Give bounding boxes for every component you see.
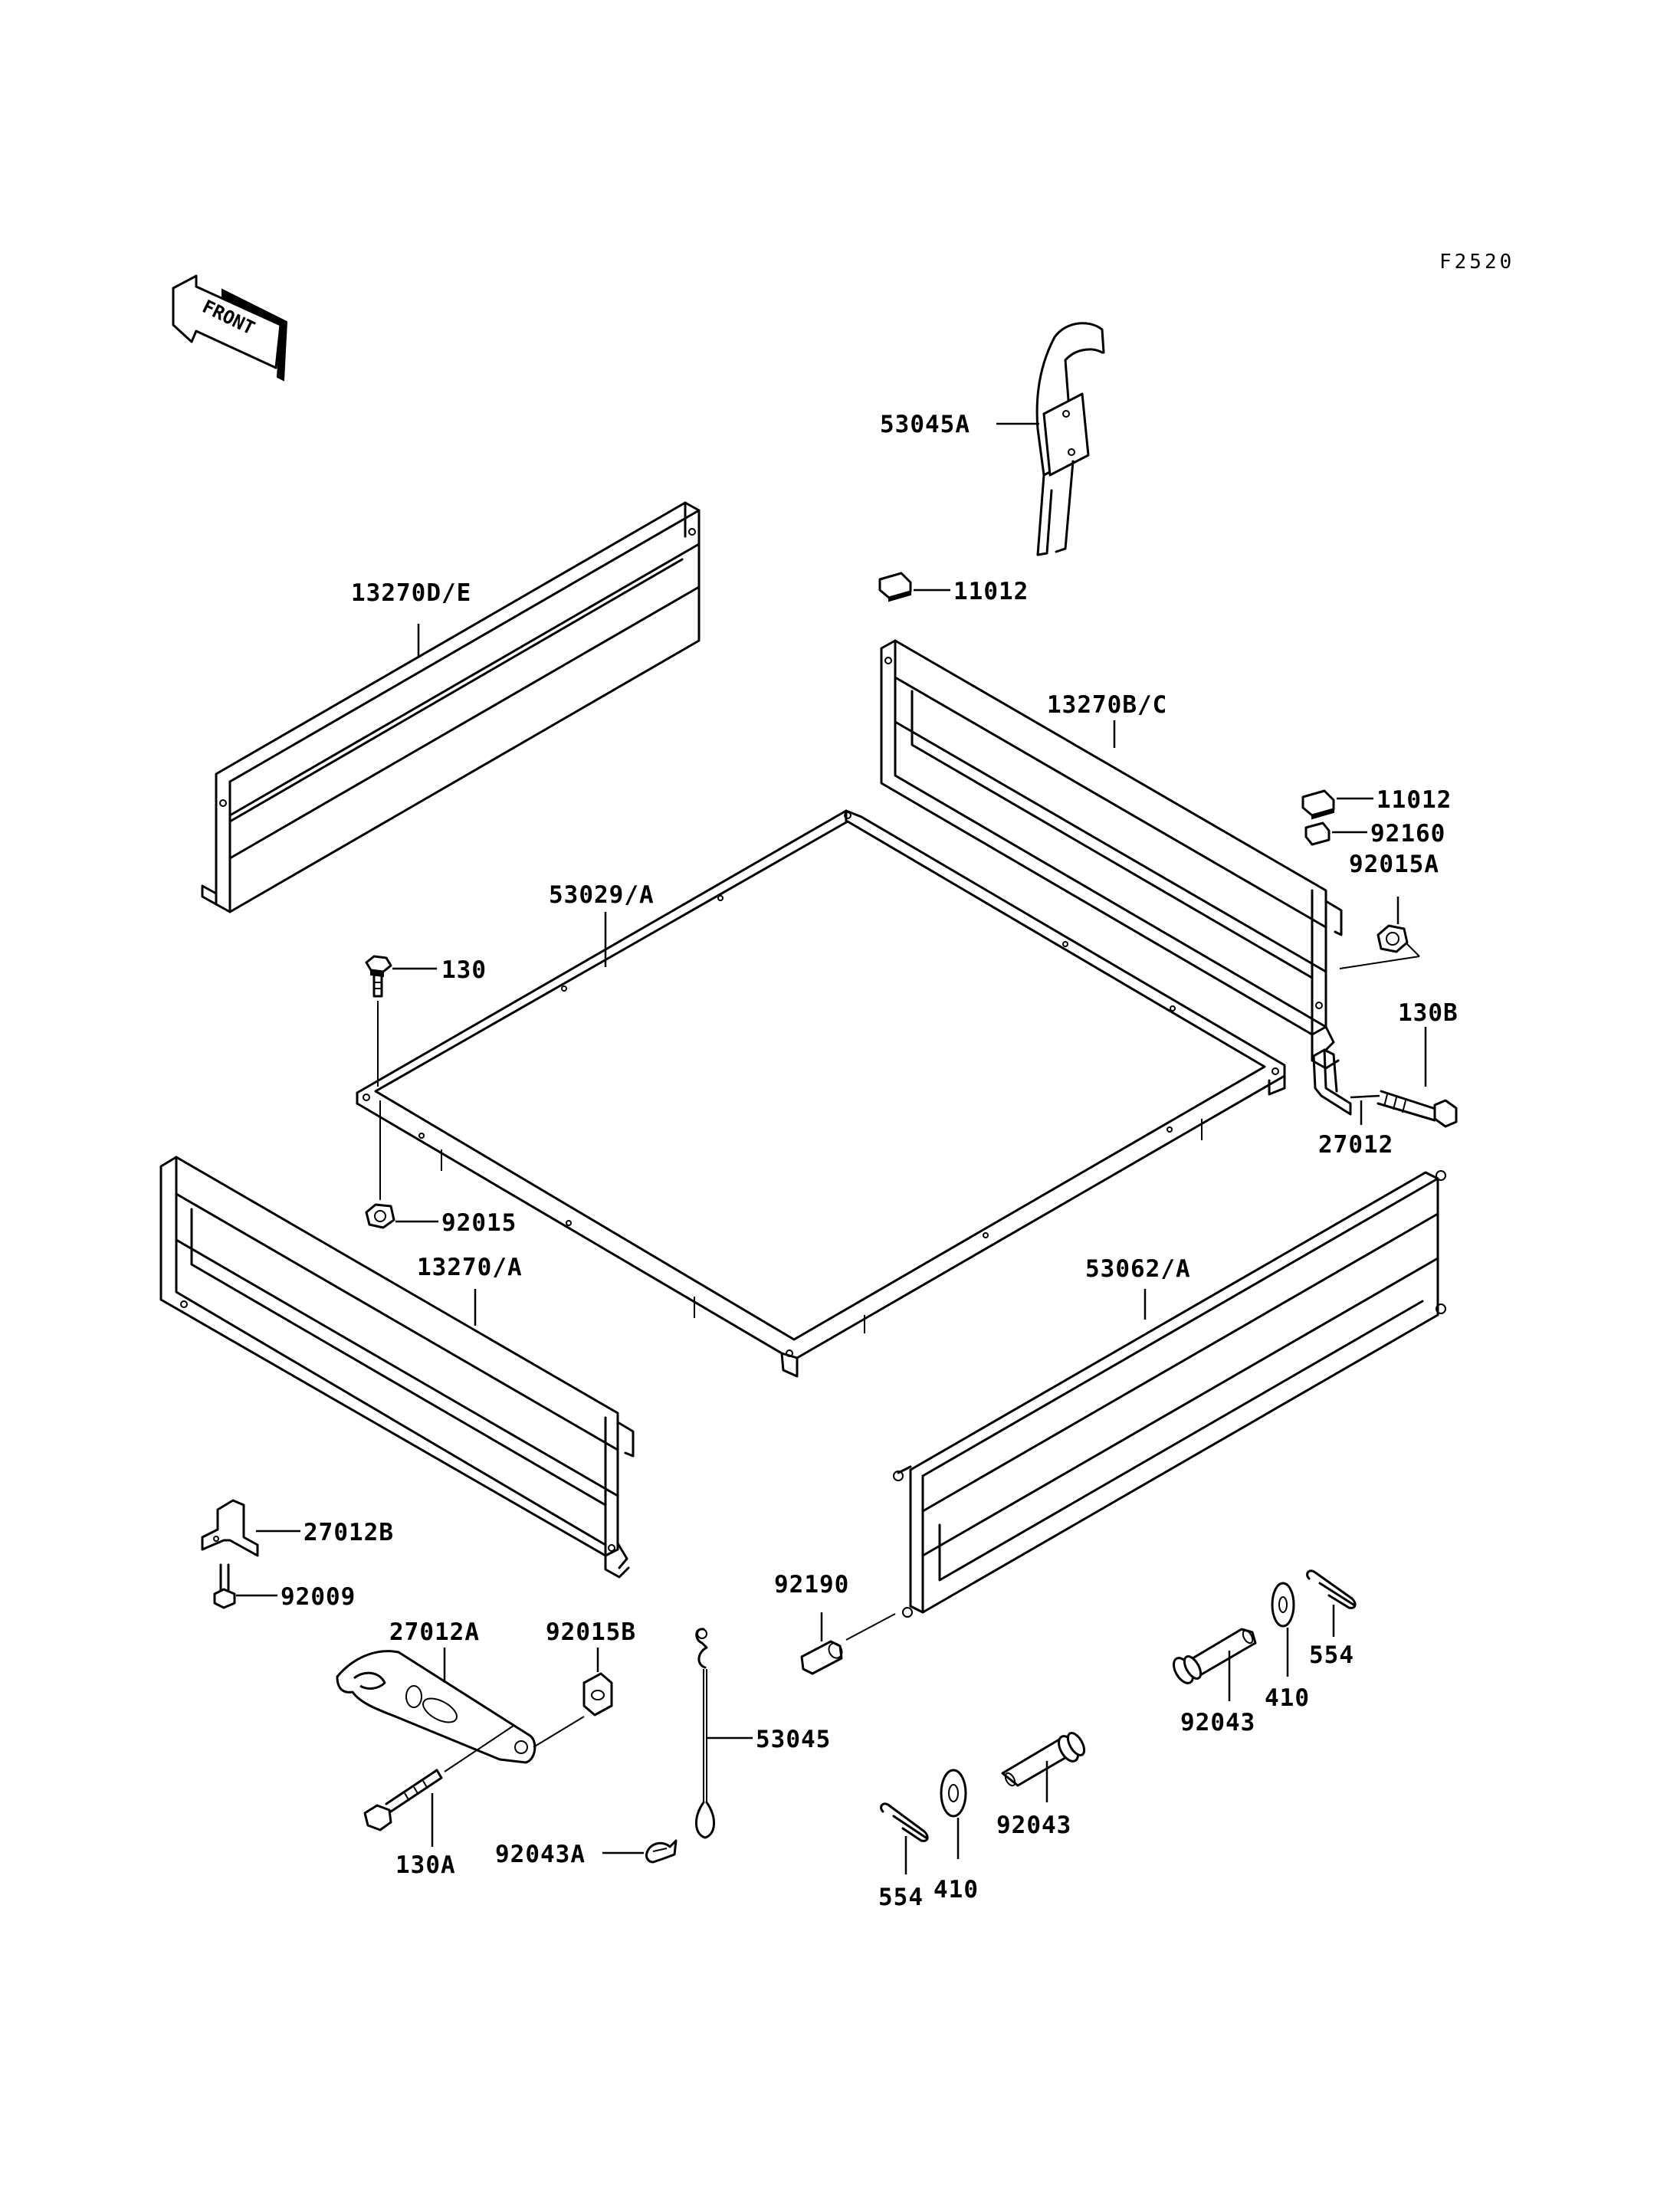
callout-554-right: 554 xyxy=(1309,1641,1354,1669)
clip-554-left xyxy=(880,1802,929,1842)
callout-13270DE: 13270D/E xyxy=(351,579,471,607)
callout-92043-low: 92043 xyxy=(996,1812,1071,1839)
cap-92160 xyxy=(1304,821,1331,846)
nut-92015 xyxy=(365,1203,395,1229)
callout-13270BC: 13270B/C xyxy=(1047,691,1167,719)
callout-130: 130 xyxy=(441,956,487,984)
callout-92043A: 92043A xyxy=(495,1841,586,1868)
clip-92043A xyxy=(645,1839,678,1864)
washer-410-right xyxy=(1271,1582,1295,1628)
cable-53045 xyxy=(695,1628,715,1839)
callout-13270A: 13270/A xyxy=(417,1254,523,1281)
callout-27012B: 27012B xyxy=(304,1519,394,1546)
callout-11012-top: 11012 xyxy=(953,578,1029,605)
callout-27012A: 27012A xyxy=(389,1618,480,1646)
callout-92015A: 92015A xyxy=(1349,851,1439,878)
pin-92043-low xyxy=(1001,1732,1086,1787)
callout-410-left: 410 xyxy=(934,1876,979,1904)
callout-92009: 92009 xyxy=(281,1583,356,1611)
washer-410-left xyxy=(940,1769,967,1818)
callout-92160: 92160 xyxy=(1370,820,1445,848)
bracket-27012B xyxy=(201,1499,259,1557)
callout-92015B: 92015B xyxy=(546,1618,636,1646)
bolt-130B xyxy=(1376,1090,1458,1128)
callout-53045A: 53045A xyxy=(880,411,970,438)
bushing-92190 xyxy=(800,1640,843,1675)
tailgate-53062A xyxy=(893,1170,1446,1618)
callout-92043-right: 92043 xyxy=(1180,1709,1255,1736)
callout-130A: 130A xyxy=(395,1851,456,1879)
plug-11012-right xyxy=(1301,789,1335,820)
hook-plate-27012A xyxy=(336,1650,536,1764)
callout-554-left: 554 xyxy=(878,1884,924,1911)
figure-code: F2520 xyxy=(1439,251,1514,274)
callout-11012-right: 11012 xyxy=(1376,786,1452,814)
cargo-bed-53029A xyxy=(356,809,1286,1378)
callout-92190: 92190 xyxy=(774,1571,849,1599)
collar-92015B xyxy=(582,1672,613,1717)
callout-53045: 53045 xyxy=(756,1726,831,1753)
plug-11012-top xyxy=(878,572,912,602)
callout-53062A: 53062/A xyxy=(1085,1255,1191,1283)
callout-53029A: 53029/A xyxy=(549,881,655,909)
latch-53045A xyxy=(1035,322,1105,556)
side-panel-13270A xyxy=(159,1156,635,1579)
pin-92043-right xyxy=(1173,1628,1257,1684)
nut-92015A xyxy=(1376,924,1409,953)
bolt-130A xyxy=(363,1769,443,1831)
screw-92009 xyxy=(213,1563,236,1609)
front-arrow-icon: FRONT xyxy=(172,274,288,382)
side-panel-13270BC xyxy=(880,639,1343,1070)
bracket-27012 xyxy=(1312,1048,1352,1116)
side-panel-13270DE xyxy=(201,501,701,913)
callout-410-right: 410 xyxy=(1265,1684,1310,1712)
callout-27012: 27012 xyxy=(1318,1131,1393,1159)
callout-92015: 92015 xyxy=(441,1209,517,1237)
clip-554-right xyxy=(1306,1569,1357,1609)
callout-130B: 130B xyxy=(1398,999,1459,1027)
bolt-130 xyxy=(365,955,392,998)
